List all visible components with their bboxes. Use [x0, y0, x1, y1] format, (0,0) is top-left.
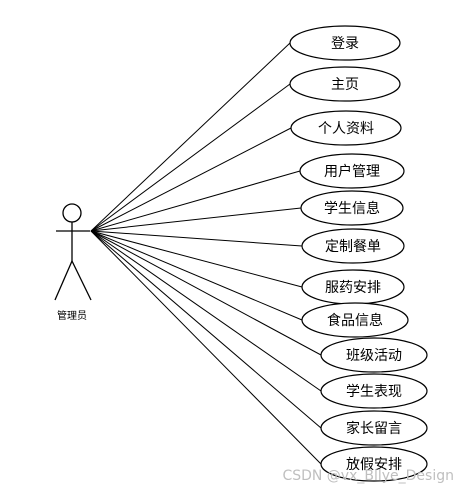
use-case-ellipse — [320, 337, 428, 373]
use-case-label: 服药安排 — [325, 280, 381, 296]
use-case-label: 学生表现 — [346, 384, 402, 400]
association-line — [90, 83, 291, 232]
association-line — [90, 230, 303, 321]
use-case-ellipse — [320, 373, 428, 409]
use-case-ellipse — [320, 410, 428, 446]
use-case-ellipse — [289, 25, 401, 61]
use-case-ellipse — [301, 302, 409, 338]
association-line — [90, 42, 291, 232]
actor-right-leg — [71, 260, 92, 301]
use-case: 放假安排 — [320, 446, 428, 482]
use-case-label: 登录 — [331, 36, 359, 52]
use-case-label: 班级活动 — [346, 348, 402, 364]
association-line — [90, 230, 322, 465]
association-line — [90, 230, 303, 247]
use-case: 主页 — [289, 66, 401, 102]
actor-left-leg — [54, 260, 73, 301]
association-line — [90, 127, 292, 232]
use-case: 食品信息 — [301, 302, 409, 338]
use-case-label: 放假安排 — [346, 457, 402, 473]
use-case-ellipse — [289, 66, 401, 102]
use-case-ellipse — [299, 153, 405, 189]
association-line — [90, 230, 322, 429]
use-case: 学生信息 — [300, 190, 404, 226]
use-case: 用户管理 — [299, 153, 405, 189]
use-case-ellipse — [301, 228, 405, 264]
use-case-ellipse — [300, 190, 404, 226]
actor-figure: 管理员 — [54, 203, 92, 322]
use-case-ellipse — [290, 110, 402, 146]
use-case: 家长留言 — [320, 410, 428, 446]
association-line — [90, 207, 302, 232]
use-case: 服药安排 — [301, 269, 405, 305]
use-case-label: 学生信息 — [324, 200, 380, 217]
use-case-label: 家长留言 — [346, 420, 402, 437]
use-case-label: 定制餐单 — [325, 239, 381, 255]
use-cases: 登录主页个人资料用户管理学生信息定制餐单服药安排食品信息班级活动学生表现家长留言… — [289, 25, 428, 482]
use-case-label: 个人资料 — [318, 121, 374, 137]
use-case-label: 用户管理 — [324, 163, 380, 180]
use-case: 学生表现 — [320, 373, 428, 409]
use-case-label: 食品信息 — [327, 312, 383, 329]
use-case: 个人资料 — [290, 110, 402, 146]
association-line — [90, 230, 322, 356]
association-line — [90, 170, 301, 232]
watermark: CSDN @vx_Bllye_Design — [282, 468, 454, 484]
association-lines — [90, 42, 322, 465]
use-case: 登录 — [289, 25, 401, 61]
actor-label: 管理员 — [57, 309, 87, 322]
association-line — [90, 230, 322, 392]
use-case-ellipse — [320, 446, 428, 482]
use-case: 班级活动 — [320, 337, 428, 373]
actor-head — [62, 203, 82, 223]
association-line — [90, 230, 303, 288]
use-case-label: 主页 — [331, 77, 359, 93]
use-case: 定制餐单 — [301, 228, 405, 264]
